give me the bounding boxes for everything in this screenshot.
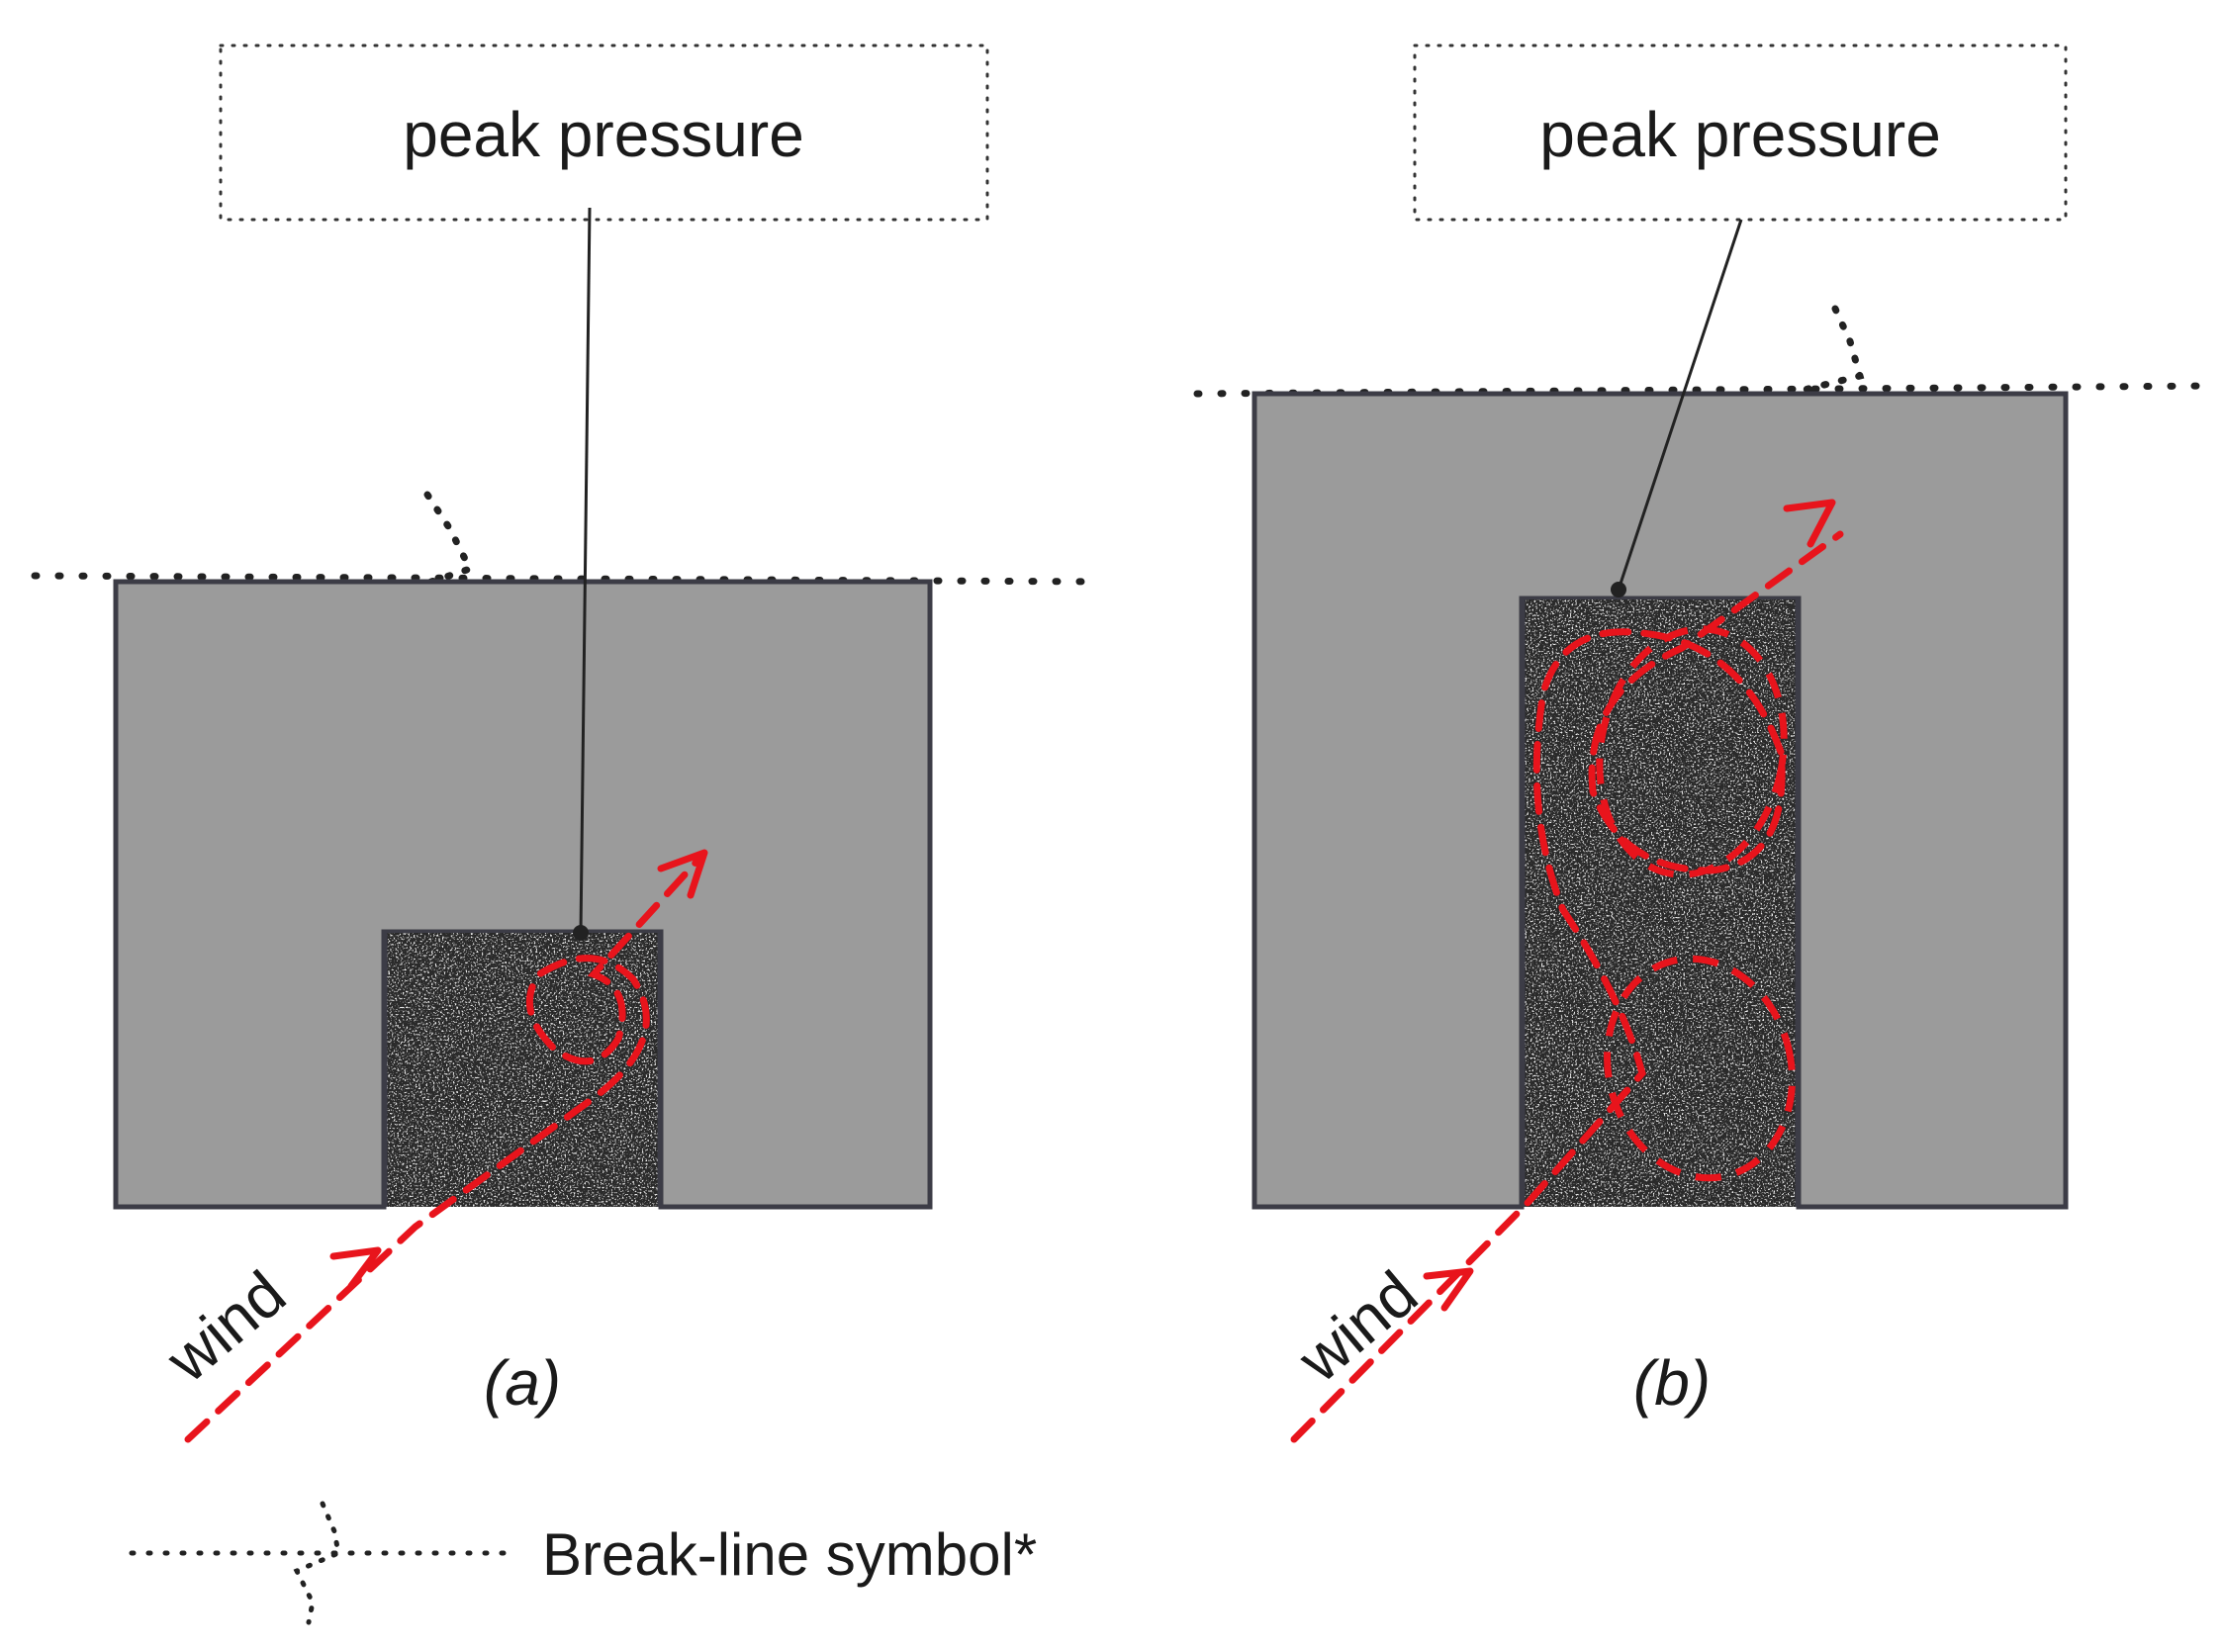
callout-text-b: peak pressure [1539, 99, 1941, 170]
building-b [1251, 391, 2069, 1210]
cavity-speckle-a [385, 933, 660, 1207]
flow-arrowhead-a1 [329, 1246, 382, 1290]
wind-label-a: wind [152, 1257, 299, 1396]
panel-a: peak pressure wind (a) [31, 44, 1097, 1443]
leader-dot-b [1611, 582, 1626, 597]
callout-box-a [219, 44, 989, 222]
cavity-speckle-b [1523, 599, 1798, 1207]
panel-b: peak pressure wind (b) [1193, 44, 2220, 1443]
vortex-lower-b [1604, 955, 1796, 1182]
wind-flow-b [1290, 530, 1844, 1443]
flow-arrowhead-b2 [1783, 499, 1836, 548]
flow-arrowhead-a2 [657, 849, 708, 899]
flow-arrowhead-b1 [1423, 1267, 1474, 1312]
vortex-upper-b [1596, 625, 1788, 878]
legend-break-symbol [293, 1501, 341, 1625]
legend: Break-line symbol* [129, 1501, 1037, 1625]
wind-flow-a [184, 857, 701, 1443]
leader-line-a [579, 207, 592, 934]
leader-dot-a [573, 925, 589, 941]
legend-text: Break-line symbol* [542, 1521, 1037, 1588]
building-a [113, 579, 933, 1210]
callout-text-a: peak pressure [403, 99, 804, 170]
break-symbol-b [1800, 305, 1890, 489]
panel-label-b: (b) [1633, 1347, 1711, 1419]
leader-line-b [1617, 219, 1743, 591]
panel-label-a: (a) [484, 1347, 561, 1419]
